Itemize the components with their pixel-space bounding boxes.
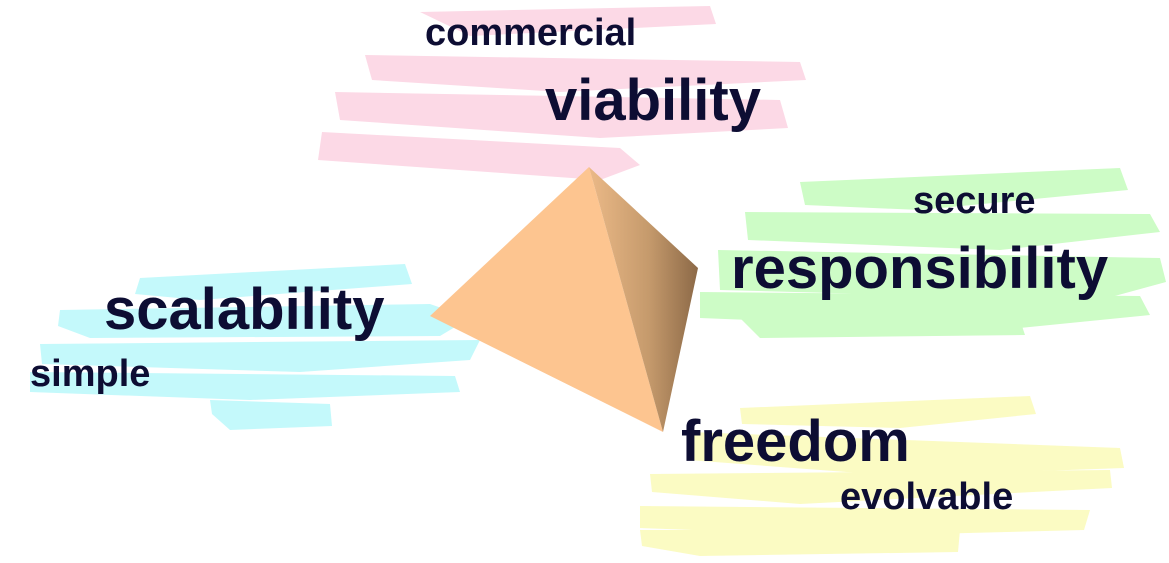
tetrahedron-front-face: [430, 167, 663, 432]
tetrahedron: [430, 167, 698, 432]
label-secure: secure: [913, 180, 1036, 222]
label-freedom: freedom: [681, 409, 910, 474]
highlight-swash-bottom: [640, 396, 1124, 556]
label-evolvable: evolvable: [840, 476, 1014, 518]
label-commercial: commercial: [425, 12, 637, 54]
label-simple: simple: [30, 353, 151, 395]
highlight-swash-left: [30, 264, 480, 430]
tetrahedron-side-face: [589, 167, 698, 432]
highlight-swash-right: [700, 168, 1166, 338]
label-responsibility: responsibility: [731, 236, 1109, 301]
label-scalability: scalability: [104, 277, 385, 342]
label-viability: viability: [545, 68, 761, 133]
highlight-swash-top: [318, 6, 806, 180]
